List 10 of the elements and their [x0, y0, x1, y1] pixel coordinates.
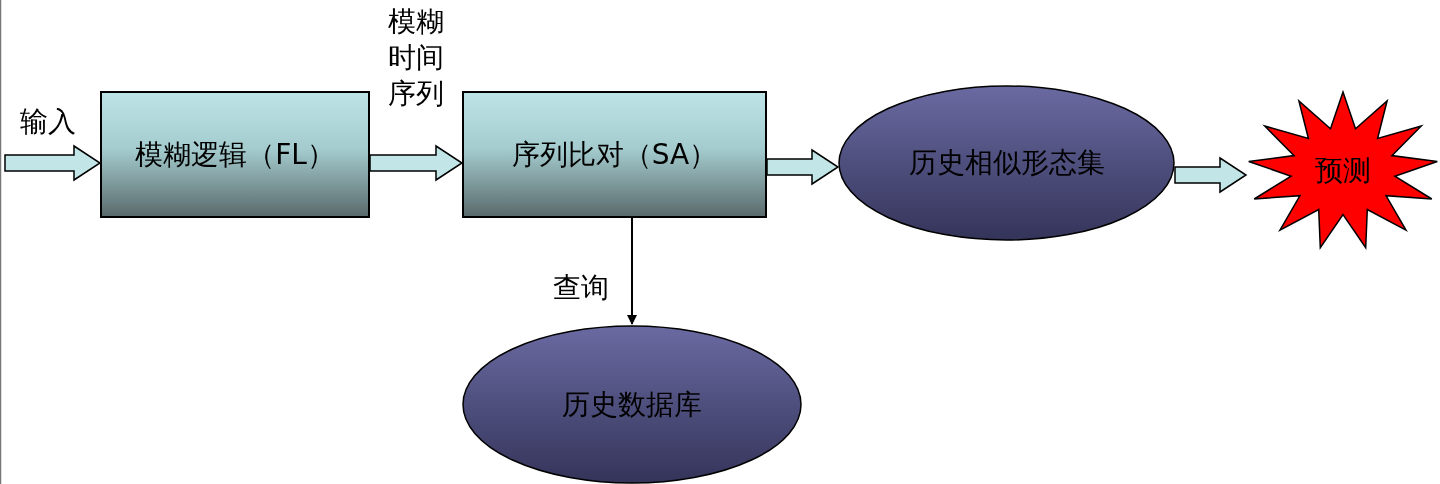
- result-starburst: 预测: [1246, 90, 1440, 252]
- block-arrow: [4, 144, 102, 182]
- data-ellipse: 历史相似形态集: [838, 85, 1175, 241]
- process-box: 序列比对（SA）: [462, 91, 767, 218]
- data-ellipse: 历史数据库: [462, 325, 802, 484]
- process-box: 模糊逻辑（FL）: [100, 91, 370, 218]
- block-arrow: [369, 144, 464, 182]
- arrow: [627, 217, 637, 325]
- block-arrow: [1174, 156, 1248, 194]
- block-arrow: [766, 148, 840, 186]
